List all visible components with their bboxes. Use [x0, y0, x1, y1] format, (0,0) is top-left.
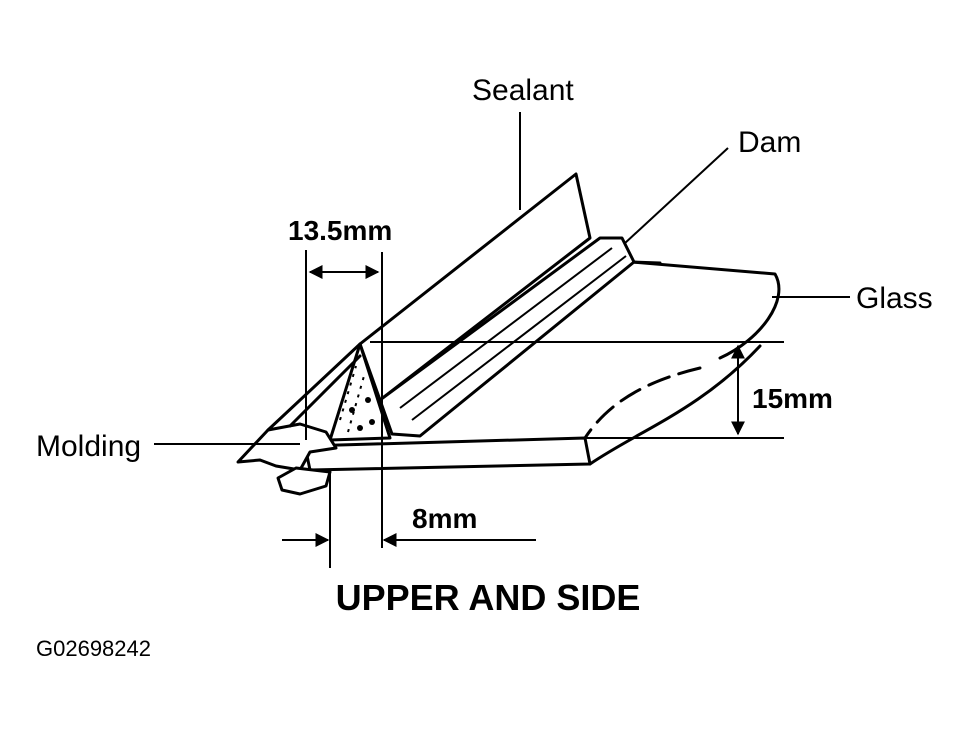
molding-profile	[236, 342, 362, 496]
dam-label: Dam	[738, 126, 801, 159]
sealant-bead	[328, 172, 592, 442]
diagram-caption: UPPER AND SIDE	[336, 577, 641, 618]
dam-leader	[623, 147, 729, 245]
dam-strip	[378, 236, 636, 438]
figure-code: G02698242	[36, 636, 151, 661]
dimension-8mm-label: 8mm	[412, 503, 477, 534]
sealant-label: Sealant	[472, 74, 574, 107]
dimension-8mm	[282, 472, 536, 568]
dimension-13-5mm-label: 13.5mm	[288, 215, 392, 246]
dimension-15mm-label: 15mm	[752, 383, 833, 414]
dimension-13-5mm	[305, 250, 383, 548]
glass-label: Glass	[856, 282, 933, 315]
molding-label: Molding	[36, 430, 141, 463]
